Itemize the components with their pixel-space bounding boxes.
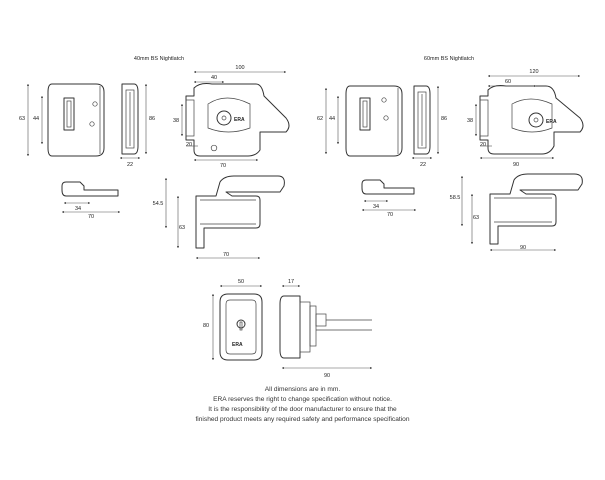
dim-left-cylinder-offset: 20	[186, 142, 192, 148]
dim-left-staple-length: 70	[88, 214, 94, 220]
dim-right-box-height: 86	[441, 116, 447, 122]
cylinder-side	[279, 295, 372, 359]
left-case-logo: ERA	[234, 117, 245, 123]
dim-cylinder-height: 80	[203, 323, 209, 329]
right-title: 60mm BS Nightlatch	[424, 56, 474, 62]
dim-cylinder-width: 50	[238, 279, 244, 285]
dim-left-side-body: 63	[179, 225, 185, 231]
dim-left-case-width: 100	[235, 65, 244, 71]
dim-right-plate-height: 62	[317, 116, 323, 122]
left-staple	[61, 181, 119, 197]
dim-left-backset: 40	[211, 75, 217, 81]
dim-right-box-depth: 22	[420, 162, 426, 168]
left-side-view	[195, 175, 285, 249]
cylinder-front: ERA	[219, 293, 263, 361]
dim-left-staple-depth: 34	[75, 206, 81, 212]
dim-left-box-depth: 22	[127, 162, 133, 168]
dim-cylinder-depth: 17	[288, 279, 294, 285]
note-line-4: finished product meets any required safe…	[195, 416, 410, 423]
dim-right-plate-inner: 44	[329, 116, 335, 122]
right-front-plate	[345, 85, 403, 157]
dim-right-side-height: 58.5	[450, 195, 461, 201]
dim-right-side-length: 90	[520, 245, 526, 251]
dim-left-plate-height: 63	[19, 116, 25, 122]
note-line-1: All dimensions are in mm.	[264, 386, 341, 393]
dim-cylinder-length: 90	[324, 373, 330, 379]
dim-right-backset: 60	[505, 79, 511, 85]
left-box-side	[121, 83, 139, 155]
right-case-logo: ERA	[546, 119, 557, 125]
note-line-3: It is the responsibility of the door man…	[208, 406, 397, 413]
left-front-plate	[47, 83, 105, 157]
dim-right-case-height: 38	[467, 118, 473, 124]
specification-notes: All dimensions are in mm. ERA reserves t…	[0, 385, 605, 425]
dim-right-case-width: 120	[529, 69, 538, 75]
note-line-2: ERA reserves the right to change specifi…	[213, 396, 392, 403]
dim-left-side-length: 70	[223, 252, 229, 258]
right-case-front: ERA	[479, 85, 584, 155]
technical-drawing: 40mm BS Nightlatch 63 44 86 22 ERA 100 4…	[19, 56, 584, 379]
dim-left-case-base: 70	[220, 163, 226, 169]
right-staple	[361, 179, 415, 195]
dim-right-case-base: 90	[513, 162, 519, 168]
dim-right-cylinder-offset: 20	[480, 142, 486, 148]
dim-left-plate-inner: 44	[33, 116, 39, 122]
dim-right-staple-depth: 34	[373, 204, 379, 210]
right-side-view	[489, 173, 583, 245]
dim-left-side-height: 54.5	[153, 201, 164, 207]
left-case-front: ERA	[185, 83, 290, 157]
left-title: 40mm BS Nightlatch	[134, 56, 184, 62]
dim-right-staple-length: 70	[387, 212, 393, 218]
dim-right-side-body: 63	[473, 215, 479, 221]
dim-left-case-height: 38	[173, 118, 179, 124]
right-box-side	[413, 85, 431, 155]
cylinder-logo: ERA	[232, 342, 243, 348]
dim-left-box-height: 86	[149, 116, 155, 122]
